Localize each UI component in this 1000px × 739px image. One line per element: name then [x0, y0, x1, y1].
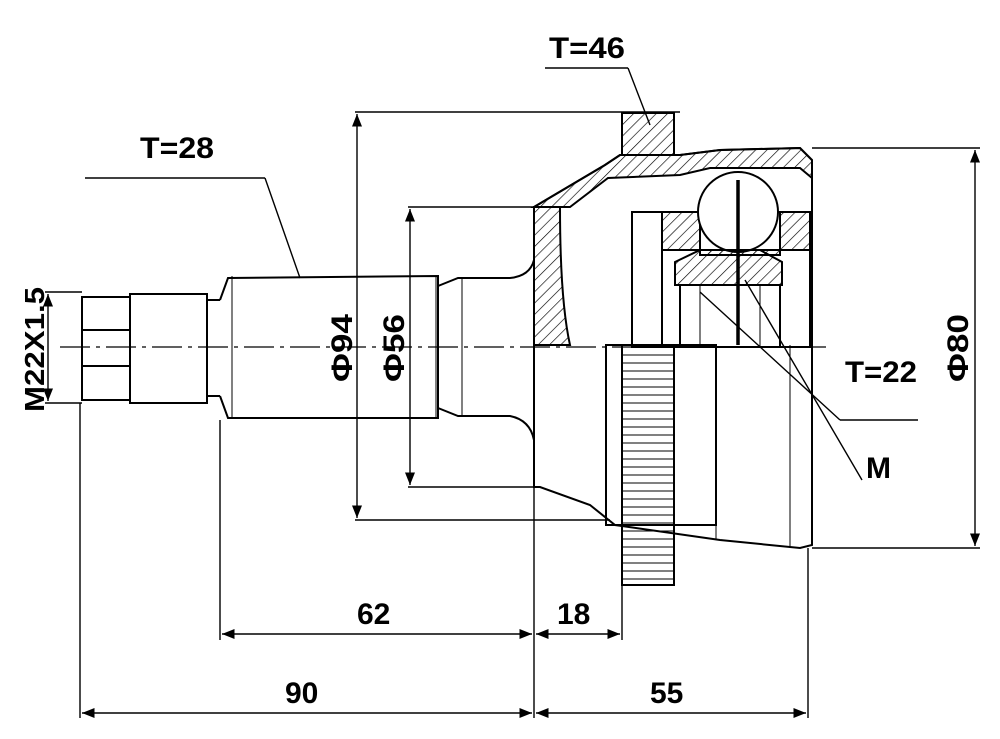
shaft-spline — [219, 274, 439, 419]
label-dia-94: Φ94 — [326, 314, 359, 382]
label-t22: T=22 — [845, 356, 917, 389]
abs-ring — [621, 344, 675, 586]
label-t28: T=28 — [140, 132, 214, 165]
label-dia-56: Φ56 — [378, 314, 411, 382]
leader-t46 — [627, 67, 651, 126]
label-thread: M22X1.5 — [19, 287, 50, 412]
label-t46: T=46 — [549, 32, 625, 65]
label-dia-80: Φ80 — [942, 314, 975, 382]
dim-18: 18 — [557, 598, 590, 631]
dim-55: 55 — [650, 677, 683, 710]
leader-m — [744, 279, 863, 481]
dim-62: 62 — [357, 598, 390, 631]
label-m: M — [866, 452, 891, 485]
dim-90: 90 — [285, 677, 318, 710]
leader-t28 — [264, 177, 301, 279]
cage-section — [674, 249, 783, 286]
leader-t22 — [699, 291, 841, 421]
threaded-stub — [81, 293, 220, 404]
